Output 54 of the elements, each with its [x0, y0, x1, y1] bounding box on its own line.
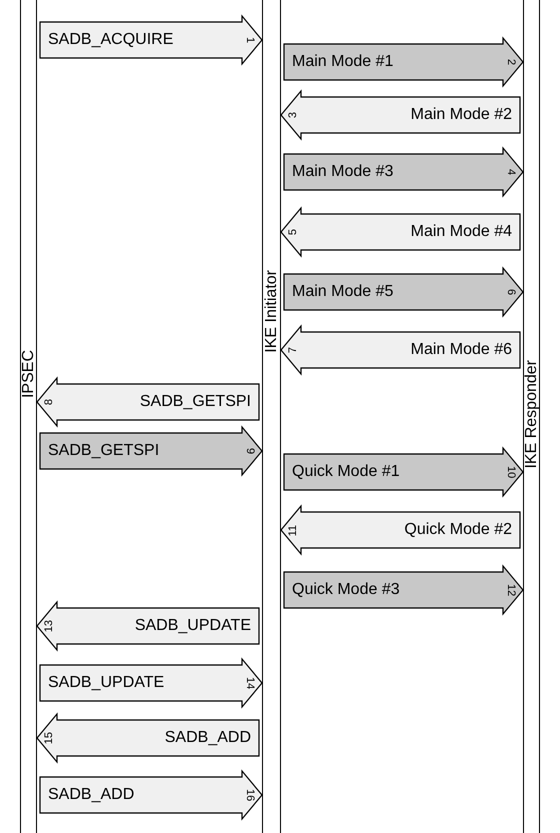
- edge-label: Main Mode #3: [292, 164, 394, 180]
- block-arrow: [280, 89, 521, 141]
- block-arrow: [39, 657, 263, 709]
- block-arrow: [280, 206, 521, 258]
- lifeline-label: IKE Initiator: [264, 270, 280, 353]
- edge-label: SADB_ACQUIRE: [48, 32, 174, 48]
- step-number: 16: [244, 789, 255, 802]
- lifeline-label: IKE Responder: [524, 360, 540, 469]
- block-arrow: [283, 36, 524, 88]
- step-number: 5: [288, 229, 299, 236]
- block-arrow: [39, 14, 263, 66]
- lifeline-label: IPSEC: [20, 350, 36, 398]
- edge-label: Main Mode #5: [292, 284, 394, 300]
- step-number: 11: [288, 524, 299, 536]
- block-arrow: [283, 146, 524, 198]
- edge-label: Main Mode #4: [410, 224, 512, 240]
- block-arrow: [36, 600, 260, 652]
- block-arrow: [39, 769, 263, 821]
- step-number: 8: [44, 399, 55, 406]
- step-number: 10: [505, 466, 516, 478]
- edge-label: Quick Mode #1: [292, 464, 400, 480]
- edge-label: SADB_ADD: [48, 787, 134, 803]
- step-number: 2: [505, 59, 516, 66]
- edge-label: Quick Mode #2: [404, 522, 512, 538]
- edge-label: Main Mode #1: [292, 54, 394, 70]
- block-arrow: [283, 564, 524, 616]
- block-arrow: [36, 712, 260, 764]
- step-number: 15: [44, 732, 55, 744]
- step-number: 4: [505, 169, 516, 176]
- edge-label: SADB_UPDATE: [48, 675, 164, 691]
- block-arrow: [36, 376, 260, 428]
- block-arrow: [280, 504, 521, 556]
- edge-label: SADB_UPDATE: [134, 618, 251, 634]
- edge-label: Main Mode #6: [410, 342, 512, 358]
- lifeline: [20, 0, 37, 833]
- step-number: 9: [244, 448, 255, 454]
- step-number: 13: [44, 620, 55, 632]
- step-number: 12: [505, 584, 516, 596]
- edge-label: Quick Mode #3: [292, 582, 400, 598]
- step-number: 7: [288, 347, 299, 354]
- edge-label: SADB_GETSPI: [48, 443, 160, 459]
- lifeline: [523, 0, 540, 833]
- step-number: 6: [505, 289, 516, 296]
- block-arrow: [283, 266, 524, 318]
- step-number: 3: [288, 112, 299, 118]
- edge-label: Main Mode #2: [410, 107, 512, 123]
- block-arrow: [280, 324, 521, 376]
- step-number: 1: [244, 37, 255, 44]
- edge-label: SADB_GETSPI: [140, 394, 251, 410]
- step-number: 14: [244, 677, 255, 690]
- block-arrow: [39, 425, 263, 477]
- block-arrow: [283, 446, 524, 498]
- edge-label: SADB_ADD: [164, 730, 251, 746]
- lifeline: [262, 0, 281, 833]
